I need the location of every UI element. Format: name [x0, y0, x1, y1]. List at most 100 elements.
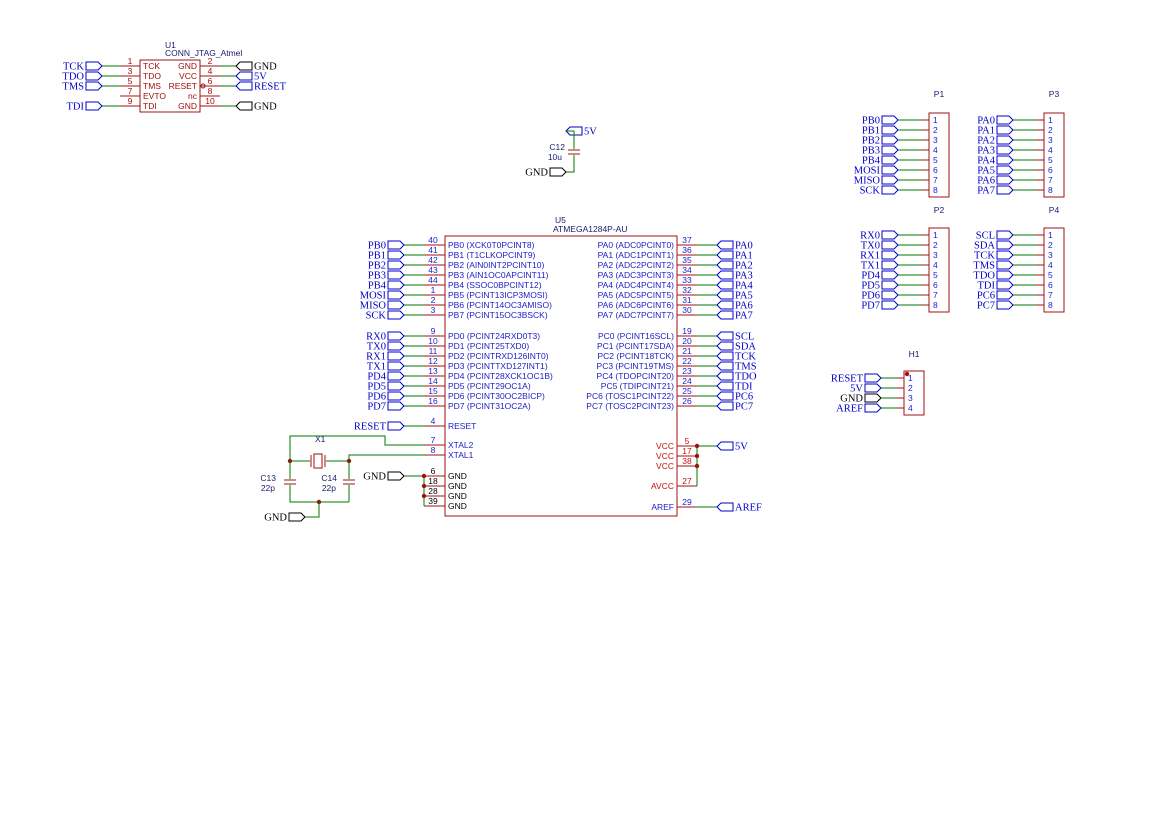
header-h1-pin-1-number: 1	[908, 373, 913, 383]
header-p4-pin-1-number: 1	[1048, 230, 1053, 240]
header-p2-pin-3-number: 3	[933, 250, 938, 260]
net-label-tdo-flag	[996, 270, 1014, 280]
net-label-tck-flag	[996, 250, 1014, 260]
junction-dot	[421, 493, 427, 499]
net-label-pa6: PA6	[977, 176, 995, 187]
net-label-pb2-flag	[387, 260, 405, 270]
net-label-rx1: RX1	[860, 251, 880, 262]
u1-pin-9-number: 9	[128, 96, 133, 106]
u1-pin-8-number: 8	[208, 86, 213, 96]
net-label-tck: TCK	[735, 352, 756, 363]
net-label-pc6: PC6	[977, 291, 995, 302]
net-label-pb2-flag	[881, 135, 899, 145]
u5-pin-3-name: PB7 (PCINT15OC3BSCK)	[448, 310, 548, 320]
header-p3-pin-5-number: 5	[1048, 155, 1053, 165]
net-label-sck-flag	[387, 310, 405, 320]
u5-pin-38-name: VCC	[656, 461, 674, 471]
net-label-pd6-flag	[881, 290, 899, 300]
u5-pin-18-name: GND	[448, 481, 467, 491]
u5-pin-21-name: PC2 (PCINT18TCK)	[597, 351, 674, 361]
net-label-miso-flag	[387, 300, 405, 310]
header-p3-pin-6-number: 6	[1048, 165, 1053, 175]
u1-reset-inversion-bubble	[200, 83, 206, 89]
net-label-pb3-flag	[881, 145, 899, 155]
net-label-gnd: GND	[840, 394, 863, 405]
net-label-tx1-flag	[881, 260, 899, 270]
header-p4-body	[1043, 227, 1065, 313]
header-p2-reference: P2	[934, 205, 945, 215]
net-label-pa7-flag	[716, 310, 734, 320]
u5-pin-39-name: GND	[448, 501, 467, 511]
net-label-gnd: GND	[264, 513, 287, 524]
header-p4-reference: P4	[1049, 205, 1060, 215]
net-label-pa3: PA3	[977, 146, 995, 157]
u5-pin-23-name: PC4 (TDOPCINT20)	[597, 371, 675, 381]
net-label-gnd-flag	[864, 393, 882, 403]
net-label-pb0-flag	[881, 115, 899, 125]
net-label-tx0: TX0	[367, 342, 386, 353]
header-p1-pin-4-number: 4	[933, 145, 938, 155]
net-label-gnd-flag	[235, 101, 253, 111]
u5-pin-34-number: 34	[682, 265, 692, 275]
net-label-pd4-flag	[881, 270, 899, 280]
net-label-pa0-flag	[716, 240, 734, 250]
net-label-tdo-flag	[85, 71, 103, 81]
net-label-aref: AREF	[836, 404, 863, 415]
net-label-pb1-flag	[387, 250, 405, 260]
header-p2-pin-8-number: 8	[933, 300, 938, 310]
c13-reference: C13	[260, 473, 276, 483]
u5-pin-12-name: PD3 (PCINTTXD127INT1)	[448, 361, 548, 371]
net-label-pa7-flag	[996, 185, 1014, 195]
u5-pin-22-number: 22	[682, 356, 692, 366]
net-label-pc7-flag	[716, 401, 734, 411]
header-p2-pin-7-number: 7	[933, 290, 938, 300]
u5-pin-10-number: 10	[428, 336, 438, 346]
xtal1-wire	[348, 454, 424, 461]
c12-reference: C12	[549, 142, 565, 152]
u5-pin-16-name: PD7 (PCINT31OC2A)	[448, 401, 531, 411]
net-label-reset: RESET	[254, 82, 287, 93]
u5-pin-34-name: PA3 (ADC3PCINT3)	[598, 270, 675, 280]
net-label-reset-flag	[235, 81, 253, 91]
header-p2-pin-6-number: 6	[933, 280, 938, 290]
net-label-pa3-flag	[996, 145, 1014, 155]
net-label-5v: 5V	[254, 72, 267, 83]
header-p3-pin-2-number: 2	[1048, 125, 1053, 135]
u5-pin-27-name: AVCC	[651, 481, 674, 491]
net-label-pa2-flag	[996, 135, 1014, 145]
net-label-gnd: GND	[363, 472, 386, 483]
net-label-scl: SCL	[976, 231, 995, 242]
u5-pin-24-name: PC5 (TDIPCINT21)	[601, 381, 674, 391]
net-label-pa4-flag	[716, 280, 734, 290]
net-label-pb1: PB1	[368, 251, 386, 262]
u1-pin-4-number: 4	[208, 66, 213, 76]
net-label-pb0-flag	[387, 240, 405, 250]
u5-pin-35-number: 35	[682, 255, 692, 265]
header-p3-body	[1043, 112, 1065, 198]
u5-pin-8-name: XTAL1	[448, 450, 474, 460]
u5-pin-37-number: 37	[682, 235, 692, 245]
u1-reference: U1	[165, 40, 176, 50]
u1-pin-7-number: 7	[128, 86, 133, 96]
u5-pin-26-name: PC7 (TOSC2PCINT23)	[586, 401, 674, 411]
net-label-tck: TCK	[63, 62, 84, 73]
u5-pin-28-name: GND	[448, 491, 467, 501]
net-label-pa4-flag	[996, 155, 1014, 165]
net-label-tms-flag	[85, 81, 103, 91]
xtal2-wire	[289, 435, 424, 461]
u5-pin-1-name: PB5 (PCINT13ICP3MOSI)	[448, 290, 548, 300]
net-label-pc7: PC7	[977, 301, 995, 312]
net-label-5v-flag	[235, 71, 253, 81]
net-label-pb4-flag	[881, 155, 899, 165]
header-p1-pin-7-number: 7	[933, 175, 938, 185]
u5-pin-14-number: 14	[428, 376, 438, 386]
net-label-rx1: RX1	[366, 352, 386, 363]
u1-pin-6-number: 6	[208, 76, 213, 86]
net-label-pc6: PC6	[735, 392, 753, 403]
c13-value: 22p	[261, 483, 275, 493]
u1-pin-1-name: TCK	[143, 61, 160, 71]
net-label-tdo: TDO	[62, 72, 84, 83]
net-label-pb4: PB4	[862, 156, 881, 167]
net-label-tms-flag	[996, 260, 1014, 270]
